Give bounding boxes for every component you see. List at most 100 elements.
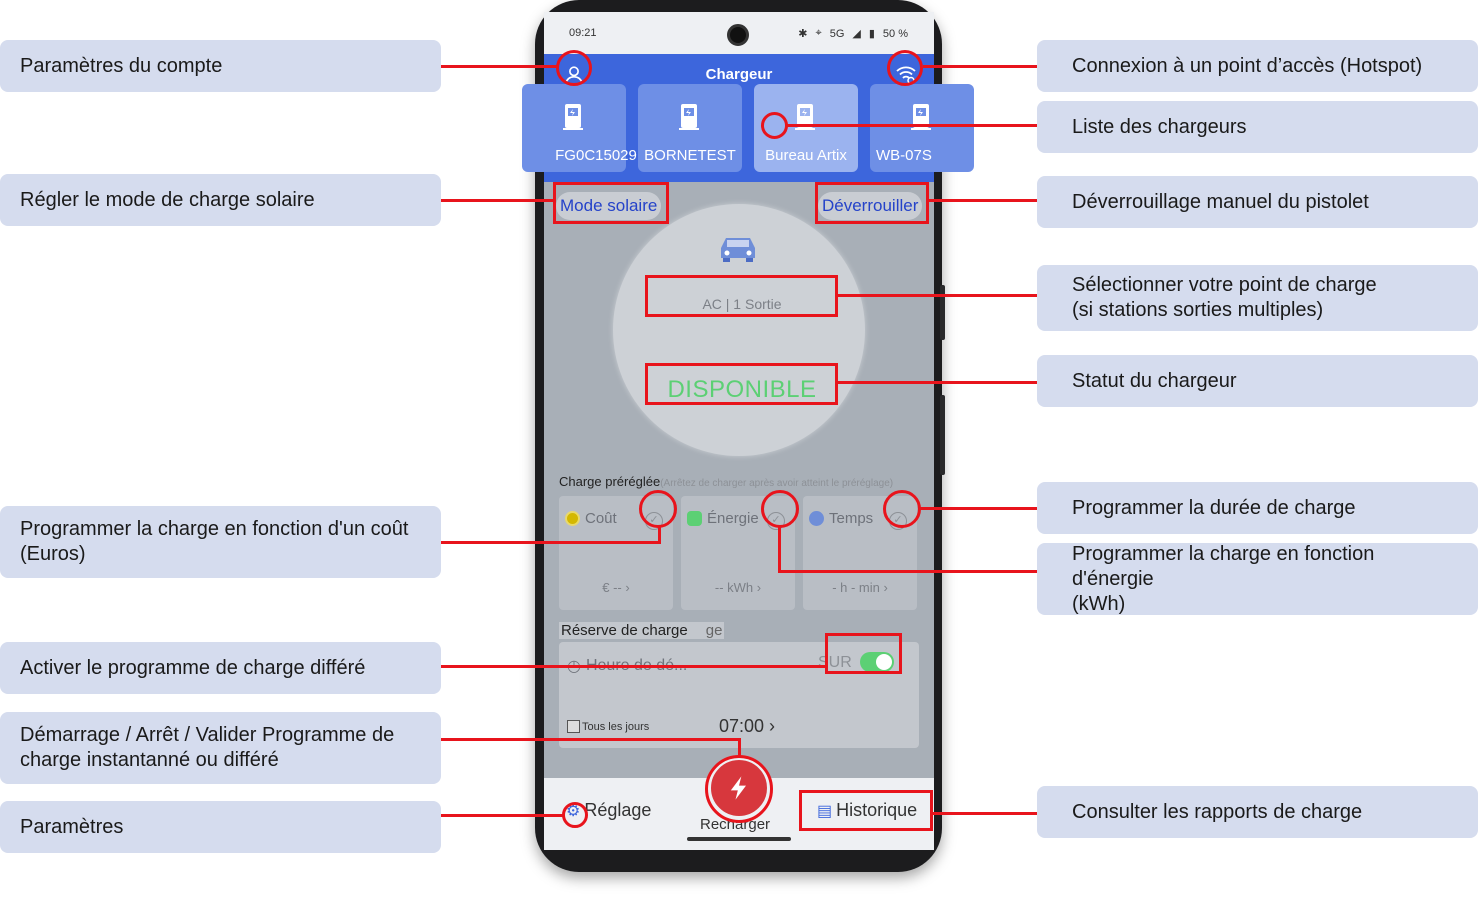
callout-text: Déverrouillage manuel du pistolet [1072, 190, 1369, 213]
highlight-box [825, 633, 902, 674]
highlight-ring [556, 50, 592, 86]
highlight-box [815, 182, 929, 224]
highlight-ring [761, 490, 799, 528]
everyday-label: Tous les jours [582, 720, 650, 733]
status-bar: 09:21 ✱ ⌖ 5G ◢ ▮ 50 % [544, 12, 934, 54]
preset-value: € -- › [602, 580, 630, 595]
document-icon: ▤ [817, 802, 833, 820]
connector-selector[interactable]: AC | 1 Sortie [702, 296, 782, 312]
preset-label: Temps [829, 510, 874, 527]
callout-text: (si stations sorties multiples) [1072, 299, 1324, 321]
preset-name: Énergie [687, 510, 759, 527]
charger-card[interactable]: BORNETEST [638, 84, 742, 172]
page-title: Chargeur [705, 66, 773, 83]
connector-line [923, 65, 1037, 68]
clock-icon [809, 511, 824, 526]
tab-recharge[interactable]: Recharger [700, 816, 770, 833]
status-icons: ✱ ⌖ 5G ◢ ▮ 50 % [798, 27, 908, 40]
highlight-ring [887, 50, 923, 86]
charger-icon [911, 104, 931, 130]
status-time: 09:21 [569, 27, 597, 39]
connector-line [441, 541, 661, 544]
battery-icon [687, 511, 702, 526]
charger-name: WB-07S [876, 147, 932, 164]
everyday-option[interactable]: Tous les jours [567, 720, 649, 733]
tab-label: Réglage [584, 800, 652, 820]
status-dial [613, 204, 865, 456]
callout-text: Programmer la charge en fonction d'énerg… [1072, 542, 1375, 590]
tab-history[interactable]: ▤Historique [817, 800, 917, 821]
charger-panel: Mode solaire Déverrouiller AC | 1 Sortie… [544, 182, 934, 778]
power-button [940, 395, 945, 475]
callout-settings: Paramètres [0, 801, 441, 853]
everyday-checkbox[interactable] [567, 720, 580, 733]
network-label: 5G [829, 27, 845, 40]
connector-line [441, 65, 557, 68]
connector-line [658, 527, 661, 544]
charger-name: BORNETEST [644, 147, 736, 164]
connector-line [928, 199, 1037, 202]
connector-line [920, 507, 1037, 510]
charger-card[interactable]: WB-07S [870, 84, 974, 172]
callout-text: Programmer la durée de charge [1072, 496, 1356, 519]
highlight-box [645, 363, 838, 405]
connector-line [738, 738, 741, 756]
app-header: Chargeur FG0C15029 BORNETEST Bureau Arti… [522, 54, 974, 182]
preset-name: Coût [565, 510, 617, 527]
highlight-box [553, 182, 669, 224]
preset-title-text: Charge préréglée [559, 474, 661, 489]
tab-label: Historique [836, 800, 918, 820]
phone-screen: 09:21 ✱ ⌖ 5G ◢ ▮ 50 % Chargeur FG0C15029… [522, 12, 974, 850]
callout-select-point: Sélectionner votre point de charge (si s… [1037, 265, 1478, 331]
preset-name: Temps [809, 510, 873, 527]
highlight-ring [639, 490, 677, 528]
callout-text: Liste des chargeurs [1072, 115, 1247, 138]
preset-value: - h - min › [832, 580, 888, 595]
highlight-ring [883, 490, 921, 528]
connector-line [441, 738, 741, 741]
signal-icon: ◢ [852, 28, 861, 40]
charger-icon [563, 104, 583, 130]
callout-text: Démarrage / Arrêt / Valider Programme de [20, 724, 395, 746]
charger-name: Bureau Artix [765, 147, 847, 164]
charger-card[interactable]: FG0C15029 [522, 84, 637, 172]
connector-line [787, 124, 1037, 127]
charger-name: FG0C15029 [555, 147, 637, 164]
volume-button [940, 285, 945, 340]
charger-icon [679, 104, 699, 130]
callout-text: Programmer la charge en fonction d'un co… [20, 518, 409, 540]
callout-charger-list: Liste des chargeurs [1037, 101, 1478, 153]
connector-line [837, 381, 1037, 384]
location-icon: ⌖ [815, 27, 822, 39]
callout-hotspot: Connexion à un point d’accès (Hotspot) [1037, 40, 1478, 92]
callout-solar-mode: Régler le mode de charge solaire [0, 174, 441, 226]
unlock-button[interactable]: Déverrouiller [818, 192, 923, 220]
highlight-box [645, 275, 838, 317]
callout-duration-program: Programmer la durée de charge [1037, 482, 1478, 534]
callout-text: (kWh) [1072, 592, 1126, 615]
scheduled-time[interactable]: 07:00 › [719, 716, 776, 736]
connector-line [932, 812, 1037, 815]
home-indicator [687, 837, 791, 841]
highlight-box [799, 790, 933, 831]
callout-text: Statut du chargeur [1072, 369, 1237, 392]
car-icon [721, 238, 755, 262]
callout-text: Activer le programme de charge différé [20, 656, 366, 679]
battery-label: 50 % [882, 27, 908, 40]
callout-text: Paramètres du compte [20, 54, 223, 77]
connector-line [441, 665, 826, 668]
callout-text: Sélectionner votre point de charge [1072, 274, 1377, 296]
preset-hint: (Arrêtez de charger après avoir atteint … [660, 478, 894, 489]
deferred-toggle[interactable] [860, 652, 894, 672]
front-camera [727, 24, 749, 46]
callout-deferred-program: Activer le programme de charge différé [0, 642, 441, 694]
solar-mode-button[interactable]: Mode solaire [556, 192, 662, 220]
connector-line [441, 814, 563, 817]
callout-charger-status: Statut du chargeur [1037, 355, 1478, 407]
preset-value: -- kWh › [714, 580, 762, 595]
callout-reports: Consulter les rapports de charge [1037, 786, 1478, 838]
highlight-ring [761, 112, 788, 139]
coin-icon [565, 511, 580, 526]
charger-icon [795, 104, 815, 130]
